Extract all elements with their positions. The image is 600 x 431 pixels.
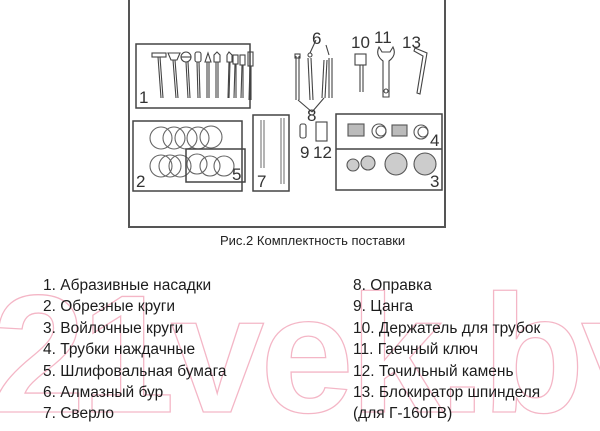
svg-text:9: 9: [300, 143, 309, 162]
svg-text:4: 4: [430, 131, 439, 150]
svg-text:12: 12: [313, 143, 332, 162]
svg-text:8: 8: [307, 106, 316, 125]
legend-item: 7. Сверло: [43, 405, 115, 423]
box-drill-bits: [252, 114, 290, 192]
box-tubes-and-felts: [335, 113, 443, 191]
legend-item: 13. Блокиратор шпинделя: [353, 384, 541, 402]
accessories-illustration: 1 2 3 4 5 6 7 8 9 10 11 12 13: [132, 28, 443, 192]
svg-text:13: 13: [402, 33, 421, 52]
svg-text:6: 6: [312, 29, 321, 48]
mandrels-icon: [294, 39, 333, 113]
box-abrasive-bits: [135, 43, 251, 109]
svg-text:5: 5: [232, 165, 241, 184]
wrench-icon: [377, 45, 395, 98]
legend-item: 9. Цанга: [353, 298, 414, 316]
svg-text:3: 3: [430, 172, 439, 191]
sanding-paper-icon: [186, 153, 235, 177]
collet-icon: [299, 123, 307, 139]
legend-item: 8. Оправка: [353, 277, 432, 294]
legend-item: 3. Войлочные круги: [43, 319, 184, 337]
figure-frame: 1 2 3 4 5 6 7 8 9 10 11 12 13: [128, 0, 446, 228]
sharpening-stone-icon: [315, 121, 328, 142]
callout-labels: 1 2 3 4 5 6 7 8 9 10 11 12 13: [136, 28, 439, 191]
legend-left-column: 1. Абразивные насадки 2. Обрезные круги …: [43, 275, 227, 425]
box-sanding-paper: [185, 148, 246, 183]
legend-item: 10. Держатель для трубок: [353, 319, 541, 337]
svg-text:2: 2: [136, 172, 145, 191]
legend-item: 12. Точильный камень: [353, 362, 514, 380]
legend-item: 6. Алмазный бур: [43, 384, 164, 402]
svg-text:10: 10: [351, 33, 370, 52]
tube-holder-icon: [354, 53, 367, 92]
sanding-tubes-icon: [347, 123, 408, 137]
svg-text:11: 11: [374, 28, 392, 47]
legend-item: 5. Шлифовальная бумага: [43, 362, 227, 380]
svg-text:7: 7: [257, 172, 266, 191]
abrasive-bits-icon: [151, 51, 254, 101]
svg-text:1: 1: [139, 88, 148, 107]
felt-wheels-icon: [346, 152, 437, 176]
legend-item: 2. Обрезные круги: [43, 298, 176, 316]
legend-item: 1. Абразивные насадки: [43, 277, 212, 294]
box-cutting-discs: [132, 120, 243, 192]
legend-item: 11. Гаечный ключ: [353, 341, 479, 359]
legend-right-column: 8. Оправка 9. Цанга 10. Держатель для тр…: [353, 275, 540, 425]
legend-item: 4. Трубки наждачные: [43, 341, 196, 359]
legend-item: (для Г-160ГВ): [353, 405, 453, 423]
hex-key-icon: [413, 47, 428, 95]
drill-bits-icon: [260, 118, 285, 184]
